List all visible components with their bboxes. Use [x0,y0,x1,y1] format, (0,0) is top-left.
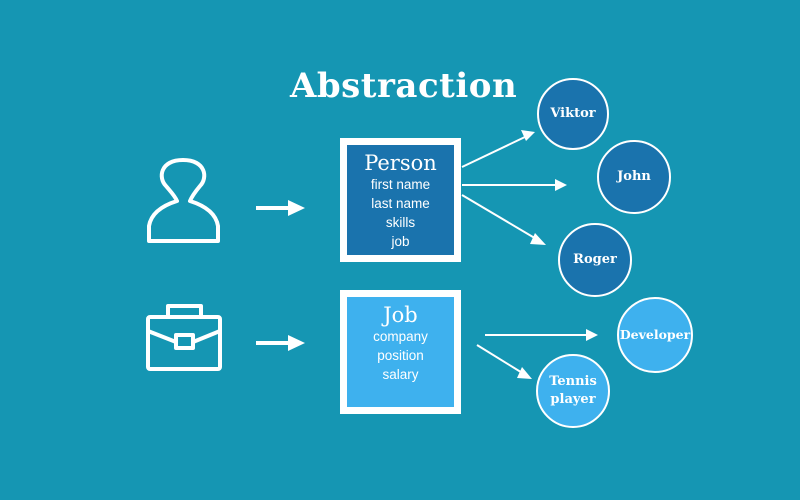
arrow-person-to-viktor [461,130,535,168]
job-class-box: Job company position salary [340,290,461,414]
person-field: last name [371,196,430,211]
job-field: salary [382,367,419,382]
instance-circle-roger: Roger [558,223,632,297]
person-field: skills [385,215,416,230]
arrow-job-to-tennis-player [476,344,532,379]
arrow-user-to-person [256,200,305,216]
arrow-person-to-roger [461,194,546,245]
person-field: job [391,234,410,249]
instance-label: Developer [619,327,691,342]
person-field: first name [370,177,431,192]
job-field: position [377,348,424,363]
briefcase-icon [146,304,222,371]
user-icon [147,158,220,243]
instance-circle-viktor: Viktor [537,78,609,150]
instance-label: Tennis player [549,374,597,407]
instance-circle-john: John [597,140,671,214]
job-box-title: Job [383,303,418,327]
arrow-briefcase-to-job [256,335,305,351]
instance-circle-tennis-player: Tennis player [536,354,610,428]
person-box-title: Person [364,151,437,175]
person-class-box: Person first name last name skills job [340,138,461,262]
instance-label: Roger [573,252,617,267]
instance-circle-developer: Developer [617,297,693,373]
arrow-job-to-developer [485,329,598,341]
instance-label: Viktor [550,106,596,121]
diagram-title: Abstraction [290,66,518,106]
arrow-person-to-john [462,179,567,191]
job-field: company [373,329,428,344]
instance-label: John [617,169,651,184]
